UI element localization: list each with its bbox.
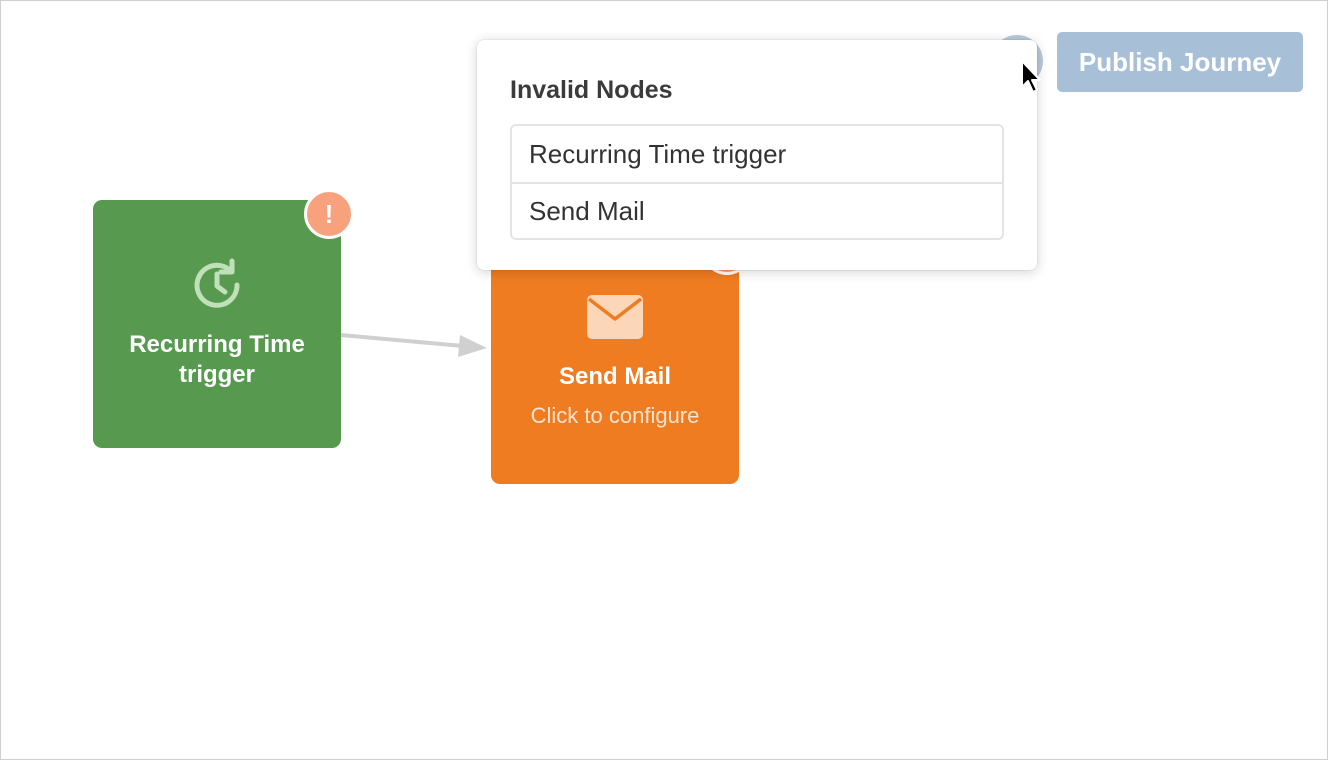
node-recurring-time-trigger[interactable]: Recurring Time trigger ! bbox=[93, 189, 354, 448]
node-subtitle: Click to configure bbox=[530, 403, 700, 428]
invalid-nodes-popover: Invalid Nodes Recurring Time trigger Sen… bbox=[477, 40, 1037, 270]
clock-history-icon bbox=[188, 256, 246, 319]
node-send-mail[interactable]: Send Mail Click to configure ! bbox=[491, 225, 752, 484]
invalid-nodes-list: Recurring Time trigger Send Mail bbox=[510, 124, 1004, 240]
envelope-icon bbox=[586, 294, 644, 345]
mouse-cursor-icon bbox=[1020, 59, 1044, 100]
node-title: Recurring Time trigger bbox=[129, 331, 305, 388]
list-item[interactable]: Send Mail bbox=[512, 182, 1002, 238]
list-item[interactable]: Recurring Time trigger bbox=[529, 138, 787, 169]
exclamation-icon: ! bbox=[324, 199, 334, 229]
warning-badge[interactable]: ! bbox=[304, 189, 354, 239]
publish-journey-button[interactable]: Publish Journey bbox=[1057, 32, 1303, 92]
node-title: Send Mail bbox=[558, 363, 672, 390]
popover-title: Invalid Nodes bbox=[510, 76, 673, 104]
